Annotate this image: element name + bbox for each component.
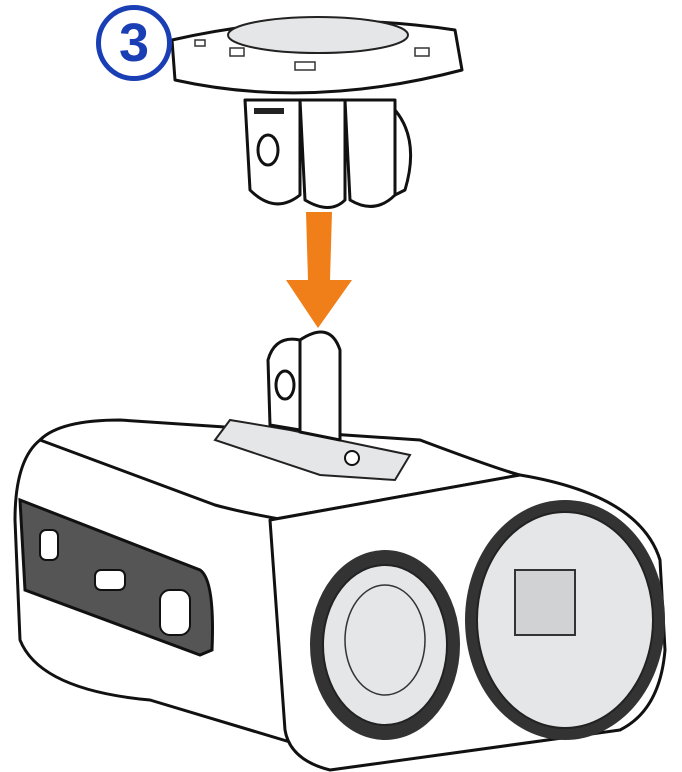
step-number-badge: 3 <box>96 5 172 81</box>
mount-logo <box>254 108 284 114</box>
camera-device <box>13 330 667 772</box>
down-arrow <box>286 212 352 328</box>
quarter-turn-mount <box>170 16 464 209</box>
